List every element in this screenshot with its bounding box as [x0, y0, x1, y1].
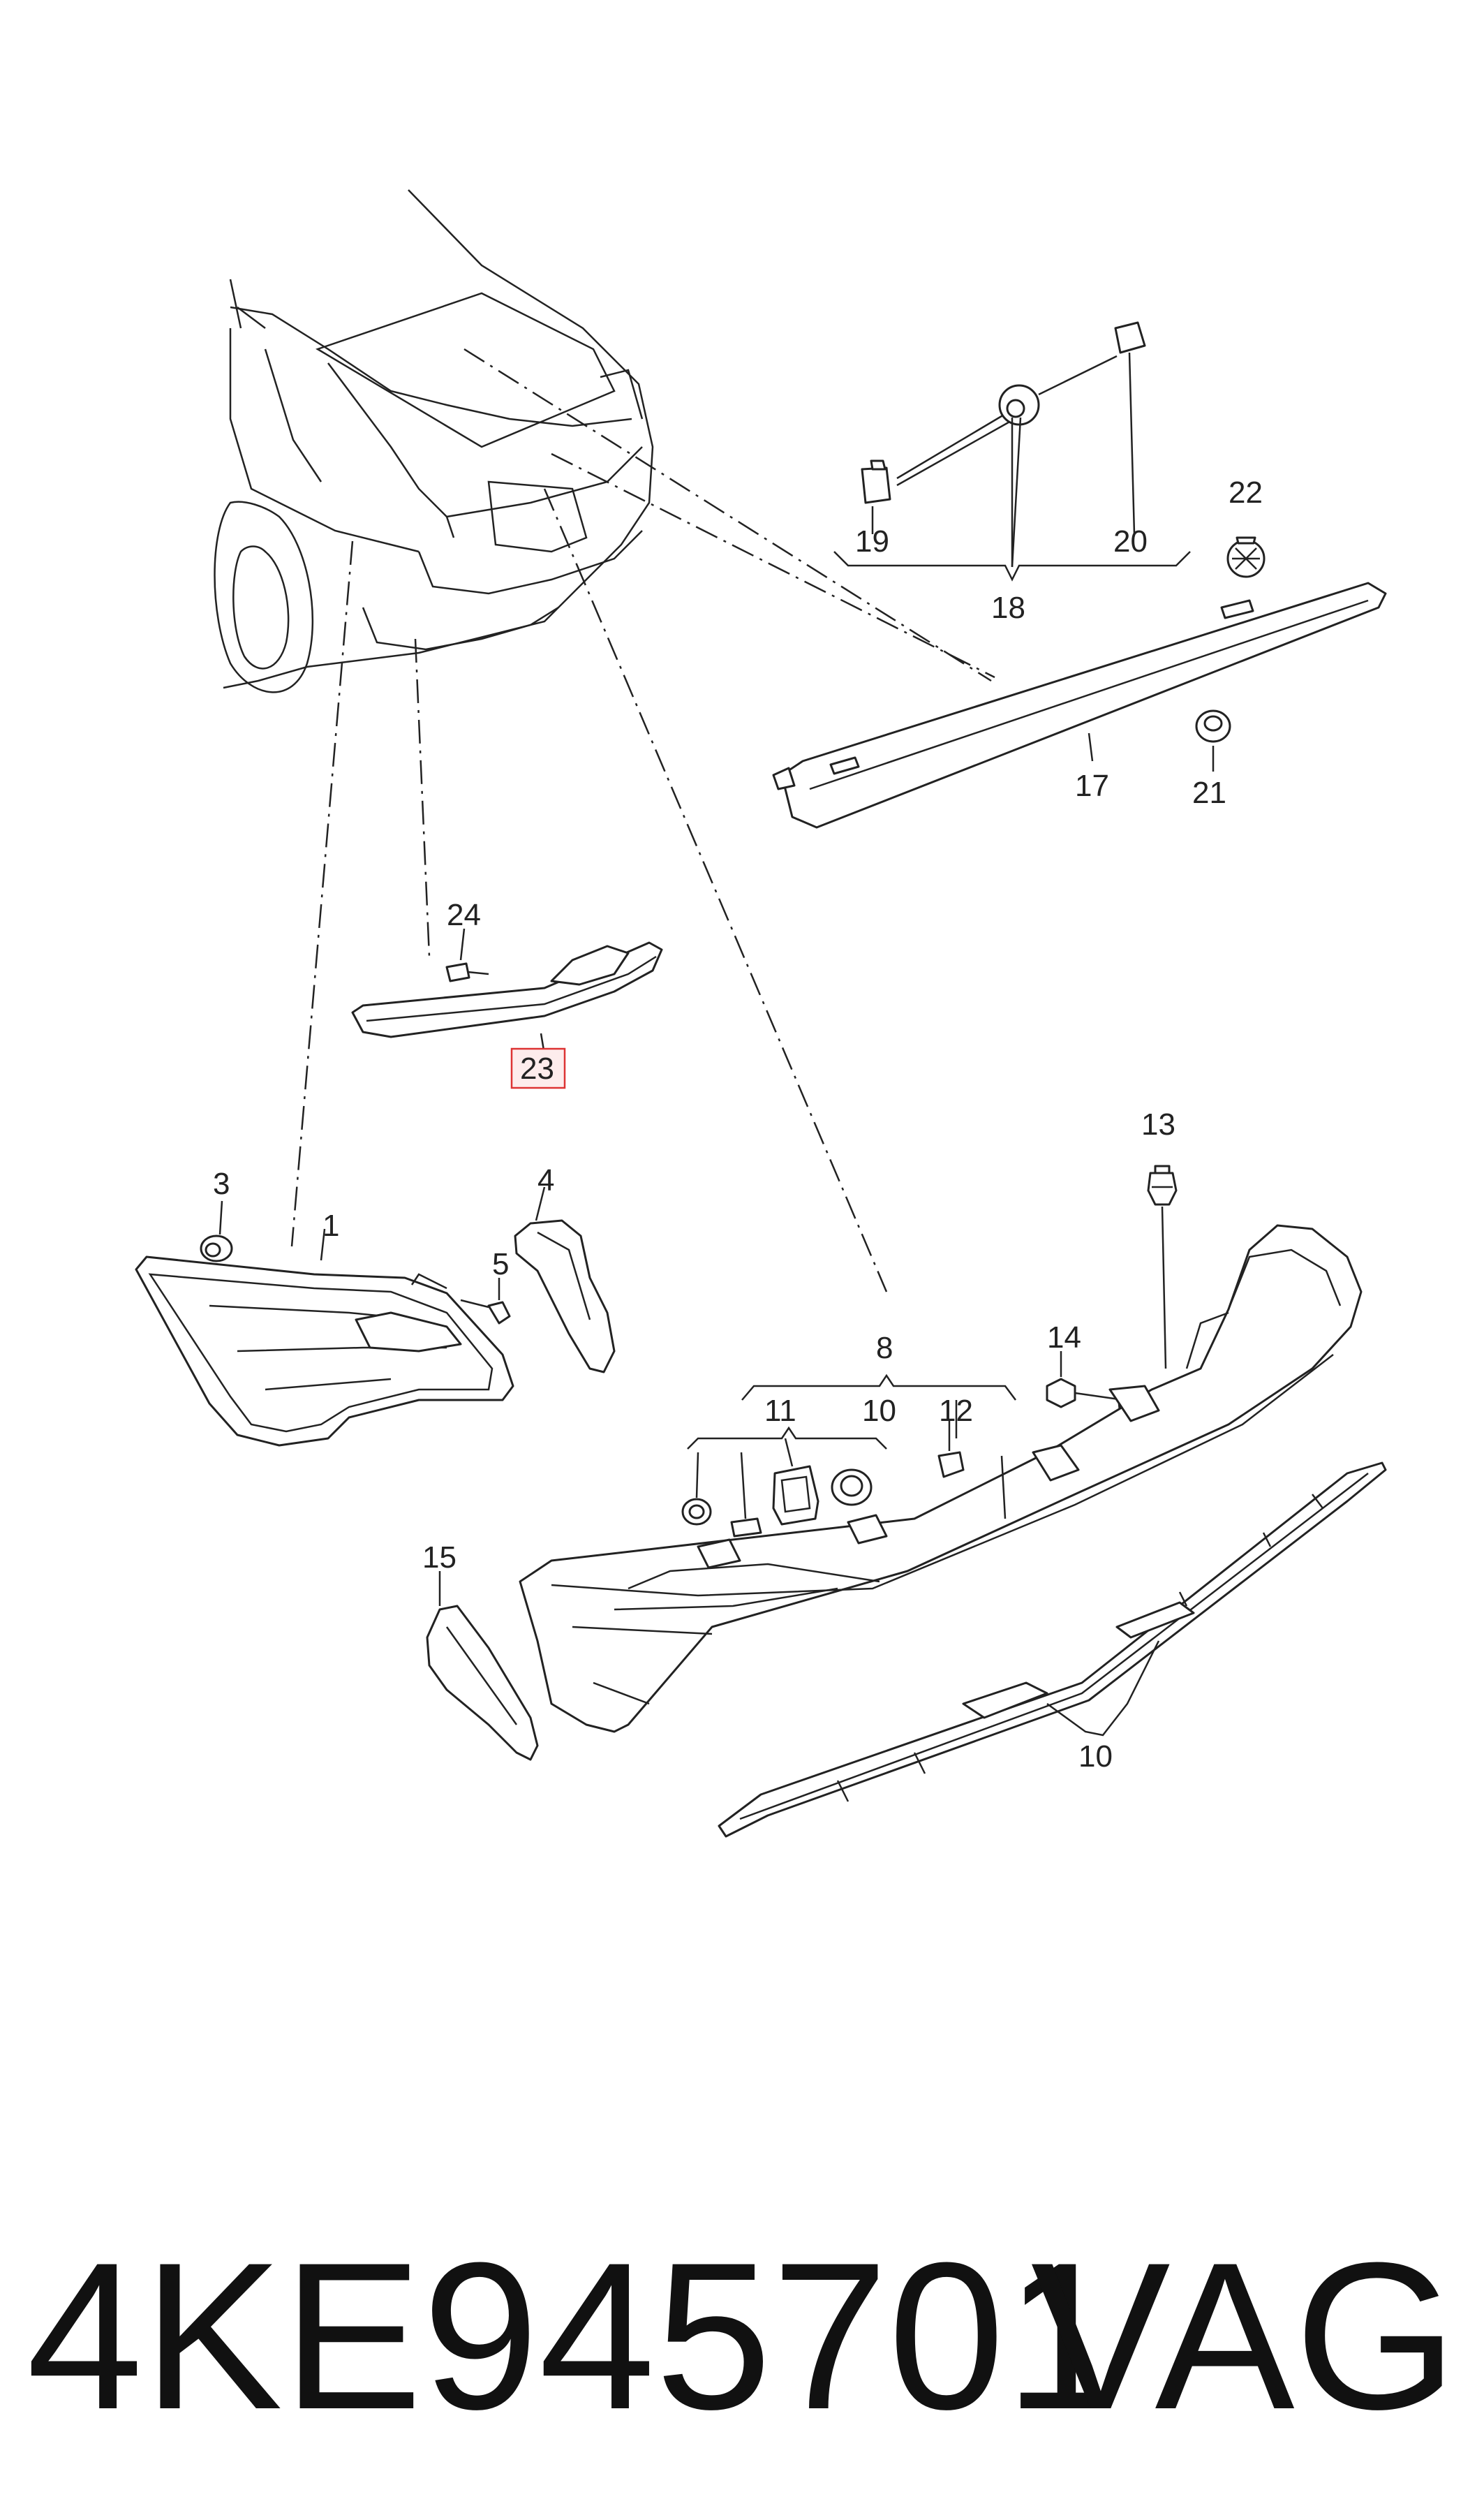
- grommet-3: [200, 1200, 233, 1262]
- highlight-box-23: [510, 1047, 566, 1089]
- callout-21: 21: [1192, 776, 1226, 810]
- screw-24: [445, 928, 489, 982]
- brake-light-17: [772, 582, 1387, 829]
- callout-10b: 10: [1078, 1739, 1113, 1774]
- callout-12: 12: [939, 1394, 973, 1428]
- vehicle-rear-illustration: [214, 189, 654, 693]
- tailgate-light-8: [519, 1224, 1363, 1733]
- wiring-harness-group: [833, 321, 1191, 582]
- callout-3: 3: [213, 1167, 230, 1201]
- bracket-group-8: [687, 1373, 1016, 1519]
- callout-17: 17: [1075, 769, 1109, 803]
- grommet-21: [1195, 709, 1231, 772]
- seal-square: [772, 1438, 819, 1526]
- callout-4: 4: [537, 1163, 554, 1198]
- footer: 4KE945701 VAG: [0, 2220, 1484, 2451]
- part-number: 4KE945701: [27, 2218, 1122, 2453]
- callout-8: 8: [876, 1331, 893, 1365]
- callout-1: 1: [322, 1209, 339, 1243]
- seal-ring-large: [831, 1468, 873, 1506]
- callout-18: 18: [991, 591, 1025, 625]
- seal-ring-small: [681, 1452, 712, 1526]
- end-cap-15: [426, 1571, 539, 1761]
- clip-22: [1226, 536, 1266, 578]
- screw-5: [460, 1278, 511, 1325]
- leader-lines: [290, 348, 995, 1292]
- callout-11: 11: [764, 1394, 796, 1428]
- callout-10a: 10: [862, 1394, 896, 1428]
- callout-20: 20: [1113, 524, 1148, 559]
- brand-label: VAG: [1030, 2218, 1457, 2453]
- callout-23: 23: [520, 1052, 554, 1086]
- clip-12: [937, 1421, 965, 1478]
- callout-22: 22: [1229, 476, 1263, 510]
- callout-14: 14: [1047, 1320, 1081, 1355]
- trim-strip-23: [351, 941, 663, 1089]
- callout-13: 13: [1141, 1107, 1175, 1142]
- pad-small: [730, 1452, 762, 1538]
- callout-19: 19: [855, 524, 889, 559]
- trim-strip-10: [718, 1461, 1387, 1838]
- callout-15: 15: [422, 1540, 457, 1575]
- callout-5: 5: [492, 1247, 509, 1281]
- clip-13: [1147, 1165, 1178, 1369]
- tail-light-assembly: [135, 1255, 514, 1447]
- callout-24: 24: [447, 898, 481, 932]
- callout-labels: 1 3 4 5 8 10 11 12 13 14 15 10 17 18 19 …: [213, 476, 1263, 1774]
- bracket-4: [514, 1186, 616, 1373]
